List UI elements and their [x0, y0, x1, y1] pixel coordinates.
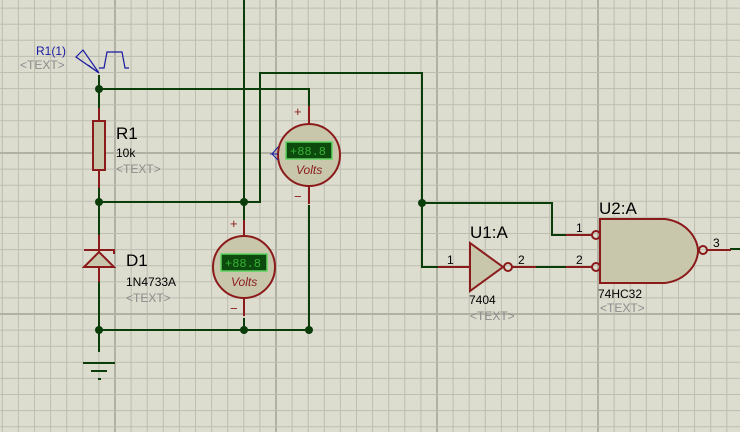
zener-diode-d1[interactable]: D1 1N4733A <TEXT>	[81, 235, 176, 305]
u1-ref: U1:A	[470, 223, 508, 242]
inverter-triangle	[469, 241, 505, 293]
wire-to-u2-a[interactable]	[422, 202, 568, 236]
generator-label: R1(1)	[36, 44, 66, 58]
wires	[98, 0, 740, 352]
junction-dot	[95, 326, 103, 334]
inverter-u1a[interactable]: U1:A 1 2 7404 <TEXT>	[438, 223, 536, 323]
vm1-minus-sign: −	[294, 189, 302, 204]
wire-mid[interactable]	[99, 72, 452, 268]
u1-part: 7404	[469, 293, 496, 307]
voltmeter-top[interactable]: +88.8 Volts + −	[270, 104, 341, 204]
generator-text-placeholder: <TEXT>	[20, 58, 65, 72]
u2-text-placeholder: <TEXT>	[600, 301, 645, 315]
r1-text-placeholder: <TEXT>	[116, 162, 161, 176]
gate-body	[599, 218, 700, 284]
d1-text-placeholder: <TEXT>	[126, 291, 171, 305]
u1-text-placeholder: <TEXT>	[470, 309, 515, 323]
or-gate-u2a[interactable]: U2:A 1 2 3 74HC32 <TEXT>	[566, 199, 731, 315]
r1-value: 10k	[116, 146, 136, 160]
zener-bar	[84, 249, 115, 254]
junction-dot	[95, 198, 103, 206]
pulse-generator[interactable]: R1(1) <TEXT>	[20, 44, 129, 74]
vm2-minus-sign: −	[230, 301, 238, 316]
vm1-unit: Volts	[296, 163, 322, 177]
d1-value: 1N4733A	[126, 275, 176, 289]
diode-triangle	[81, 250, 117, 268]
vm1-reading: +88.8	[290, 145, 326, 159]
junction-dot	[305, 326, 313, 334]
resistor-body	[92, 120, 106, 171]
vm2-reading: +88.8	[225, 257, 261, 271]
u2-pin-out-num: 3	[713, 236, 720, 250]
wire-top-to-vm1[interactable]	[99, 88, 310, 108]
u2-pin-b-num: 2	[576, 253, 583, 267]
lcd-display	[220, 253, 268, 272]
junctions	[95, 85, 426, 334]
junction-dot	[240, 198, 248, 206]
pulse-waveform-icon	[99, 51, 129, 69]
generator-arrow-icon	[75, 49, 100, 74]
inverter-bubble	[503, 262, 513, 272]
u2-ref: U2:A	[599, 199, 637, 218]
u1-pin-out-num: 2	[518, 253, 525, 267]
u1-pin-in-num: 1	[447, 253, 454, 267]
junction-dot	[95, 85, 103, 93]
d1-ref: D1	[126, 251, 148, 270]
junction-dot	[240, 326, 248, 334]
u2-part: 74HC32	[598, 287, 642, 301]
voltmeter-bottom[interactable]: +88.8 Volts + −	[212, 216, 276, 316]
junction-dot	[418, 199, 426, 207]
lcd-display	[285, 141, 333, 160]
r1-ref: R1	[116, 124, 138, 143]
probe-marker-icon	[270, 146, 279, 161]
vm2-unit: Volts	[231, 275, 257, 289]
u2-pin-a-num: 1	[576, 221, 583, 235]
resistor-r1[interactable]: R1 10k <TEXT>	[92, 108, 161, 188]
ground-symbol	[83, 362, 115, 380]
vm1-plus-sign: +	[294, 104, 302, 119]
vm2-plus-sign: +	[230, 216, 238, 231]
